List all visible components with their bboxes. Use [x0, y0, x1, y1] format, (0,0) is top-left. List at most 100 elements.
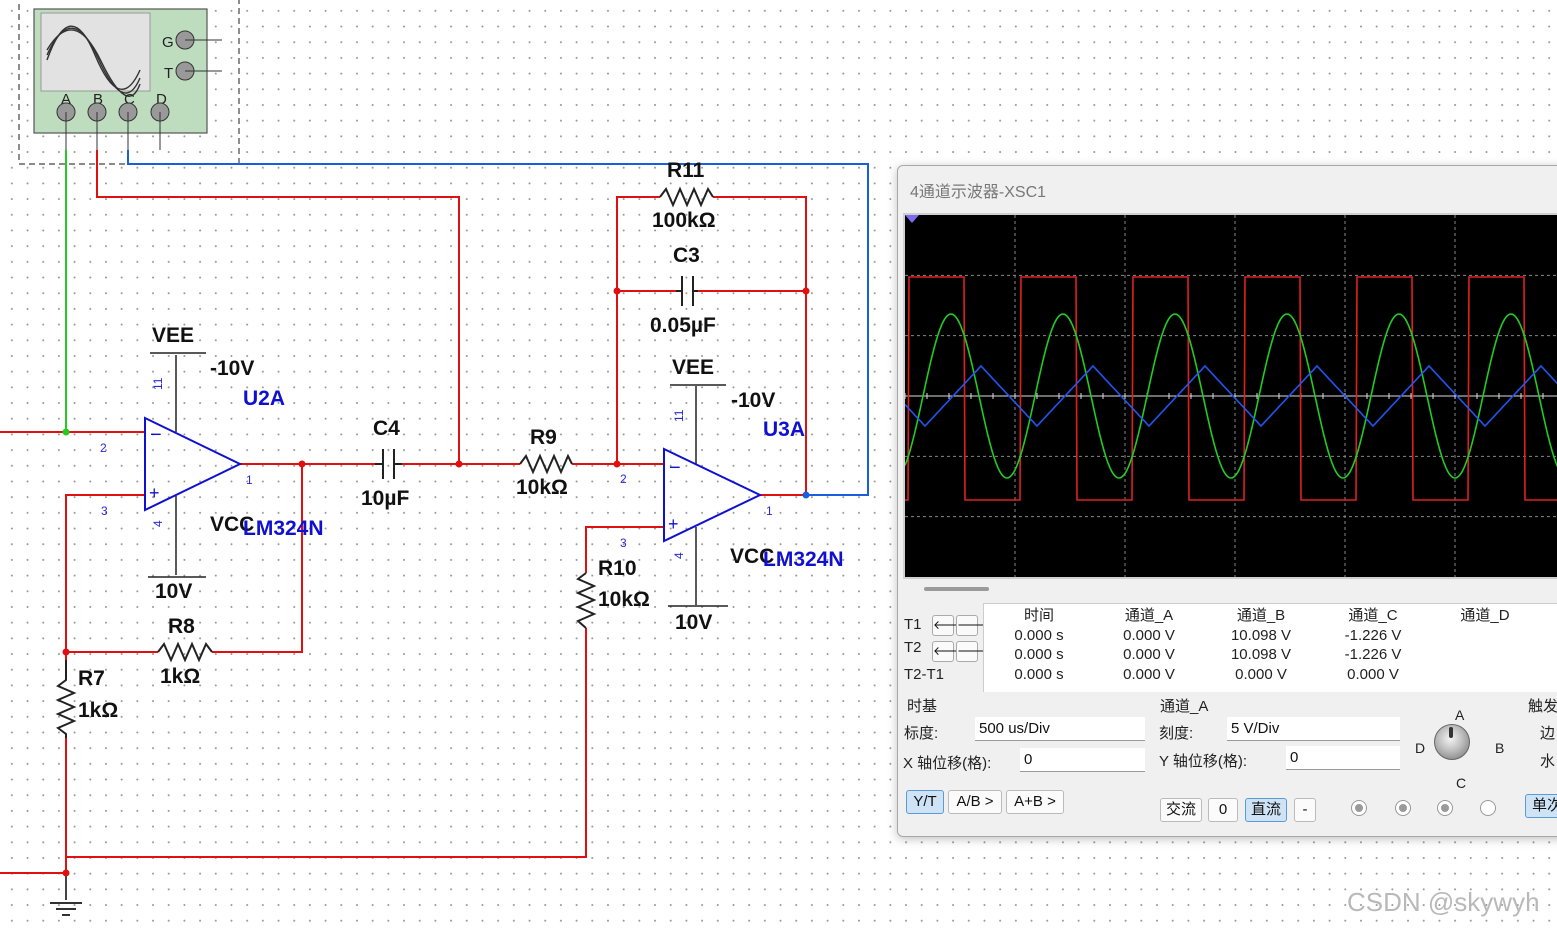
- u2a-pin-4: 4: [151, 520, 165, 527]
- selector-b-label: B: [1495, 740, 1505, 756]
- wire-ground-bus[interactable]: [66, 628, 587, 858]
- t1-left-button[interactable]: 🡐: [932, 615, 965, 636]
- channel-a-radio[interactable]: [1351, 800, 1367, 816]
- capacitor-c3[interactable]: [676, 276, 698, 306]
- channel-b-radio[interactable]: [1395, 800, 1411, 816]
- resistor-r7[interactable]: [55, 660, 77, 738]
- r9-ref: R9: [530, 426, 557, 449]
- trace-square-wave: [905, 276, 1557, 501]
- wire-r11-left[interactable]: [616, 196, 660, 464]
- x-position-field[interactable]: 0: [1020, 748, 1145, 772]
- u2a-vcc-label: VCC: [210, 513, 254, 536]
- opamp-u2a[interactable]: − +: [144, 352, 243, 578]
- u3a-pin-3: 3: [620, 536, 627, 550]
- ground-symbol: [50, 902, 82, 916]
- channel-d-radio[interactable]: [1480, 800, 1496, 816]
- u3a-model: LM324N: [763, 548, 844, 571]
- u3a-pin-1: 1: [766, 504, 773, 518]
- u2a-vee-value: -10V: [210, 357, 254, 380]
- r10-value: 10kΩ: [598, 588, 650, 611]
- timebase-scale-label: 标度:: [904, 725, 939, 742]
- cursor-t1-marker: [905, 215, 919, 223]
- svg-text:−: −: [669, 457, 681, 479]
- capacitor-c4[interactable]: [375, 449, 402, 479]
- resistor-r10[interactable]: [575, 572, 597, 629]
- resistor-r8[interactable]: [157, 641, 213, 663]
- u3a-pin-11: 11: [672, 409, 686, 422]
- window-title: 4通道示波器-XSC1: [910, 184, 1047, 201]
- selector-d-label: D: [1415, 740, 1426, 756]
- dc-coupling-button[interactable]: 直流: [1245, 798, 1287, 822]
- r9-value: 10kΩ: [516, 476, 568, 499]
- scroll-handle[interactable]: [924, 587, 989, 591]
- knob-pointer: [1449, 727, 1453, 738]
- yt-mode-button[interactable]: Y/T: [906, 790, 944, 814]
- timebase-scale-field[interactable]: 500 us/Div: [975, 717, 1145, 741]
- ac-coupling-button[interactable]: 交流: [1160, 798, 1202, 822]
- t2-t1-label: T2-T1: [904, 666, 945, 683]
- r11-value: 100kΩ: [652, 209, 716, 232]
- ab-mode-button[interactable]: A/B >: [948, 790, 1002, 814]
- scope-terminal-b: B: [93, 91, 103, 108]
- channel-scale-label: 刻度:: [1159, 725, 1194, 742]
- r7-ref: R7: [78, 667, 105, 690]
- c3-ref: C3: [673, 244, 700, 267]
- t1-label: T1: [904, 616, 922, 633]
- r7-value: 1kΩ: [78, 699, 118, 722]
- channel-title: 通道_A: [1160, 698, 1209, 715]
- resistor-r9[interactable]: [519, 453, 573, 475]
- scope-screen[interactable]: [903, 213, 1557, 579]
- wire-channel-c[interactable]: [127, 150, 869, 496]
- measurement-readout: 时间 0.000 s 0.000 s 0.000 s 通道_A 0.000 V …: [983, 603, 1557, 692]
- scope-component-xsc1[interactable]: G T A B C D: [33, 8, 222, 150]
- resistor-r11[interactable]: [659, 186, 714, 208]
- u3a-vcc-value: 10V: [675, 611, 712, 634]
- wire-channel-b[interactable]: [96, 150, 460, 464]
- scope-terminal-c: C: [124, 91, 135, 108]
- u2a-ref: U2A: [243, 387, 285, 410]
- readout-col-channel-a: 通道_A 0.000 V 0.000 V 0.000 V: [1123, 607, 1175, 683]
- wire-r11-right[interactable]: [713, 196, 807, 496]
- c4-value: 10µF: [361, 487, 409, 510]
- y-position-label: Y 轴位移(格):: [1159, 753, 1248, 770]
- readout-col-time: 时间 0.000 s 0.000 s 0.000 s: [1014, 607, 1064, 683]
- r11-ref: R11: [667, 159, 705, 182]
- x-position-label: X 轴位移(格):: [903, 755, 992, 772]
- trigger-title: 触发: [1528, 698, 1557, 715]
- r8-value: 1kΩ: [160, 665, 200, 688]
- u2a-pin-3: 3: [101, 504, 108, 518]
- scope-terminal-a: A: [61, 91, 71, 108]
- u3a-ref: U3A: [763, 418, 805, 441]
- wire-ground-left[interactable]: [0, 738, 67, 874]
- t2-left-button[interactable]: 🡐: [932, 641, 965, 662]
- a-plus-b-mode-button[interactable]: A+B >: [1006, 790, 1064, 814]
- trace-sine-wave: [904, 313, 1557, 479]
- y-position-field[interactable]: 0: [1286, 746, 1400, 770]
- trace-triangle-wave: [904, 364, 1557, 428]
- wire-u3a-noninv[interactable]: [585, 526, 664, 573]
- readout-col-channel-c: 通道_C -1.226 V -1.226 V 0.000 V: [1344, 607, 1402, 683]
- u2a-pin-2: 2: [100, 441, 107, 455]
- scope-grid: [904, 215, 1557, 577]
- c4-ref: C4: [373, 417, 400, 440]
- single-trigger-button[interactable]: 单次: [1525, 794, 1557, 818]
- scope-terminal-t: T: [164, 65, 173, 82]
- opamp-u3a[interactable]: − +: [663, 384, 763, 607]
- scope-terminal-g: G: [162, 34, 174, 51]
- invert-button[interactable]: -: [1294, 798, 1316, 822]
- t2-right-button[interactable]: 🡒: [956, 641, 989, 662]
- channel-c-radio[interactable]: [1437, 800, 1453, 816]
- selector-a-label: A: [1455, 707, 1465, 723]
- svg-text:+: +: [149, 483, 160, 503]
- wire-u2a-noninv[interactable]: [65, 494, 145, 660]
- channel-scale-field[interactable]: 5 V/Div: [1227, 717, 1400, 741]
- u2a-pin-11: 11: [151, 377, 165, 390]
- t1-right-button[interactable]: 🡒: [956, 615, 989, 636]
- u3a-vee-value: -10V: [731, 389, 775, 412]
- zero-coupling-button[interactable]: 0: [1208, 798, 1238, 822]
- u3a-pin-4: 4: [672, 552, 686, 559]
- wire-u2a-feedback[interactable]: [212, 464, 303, 653]
- oscilloscope-window[interactable]: 4通道示波器-XSC1 T1 🡐 🡒 T2 🡐 🡒 T2-T1 时间 0.000…: [897, 165, 1557, 837]
- trigger-level-label: 水: [1540, 753, 1556, 770]
